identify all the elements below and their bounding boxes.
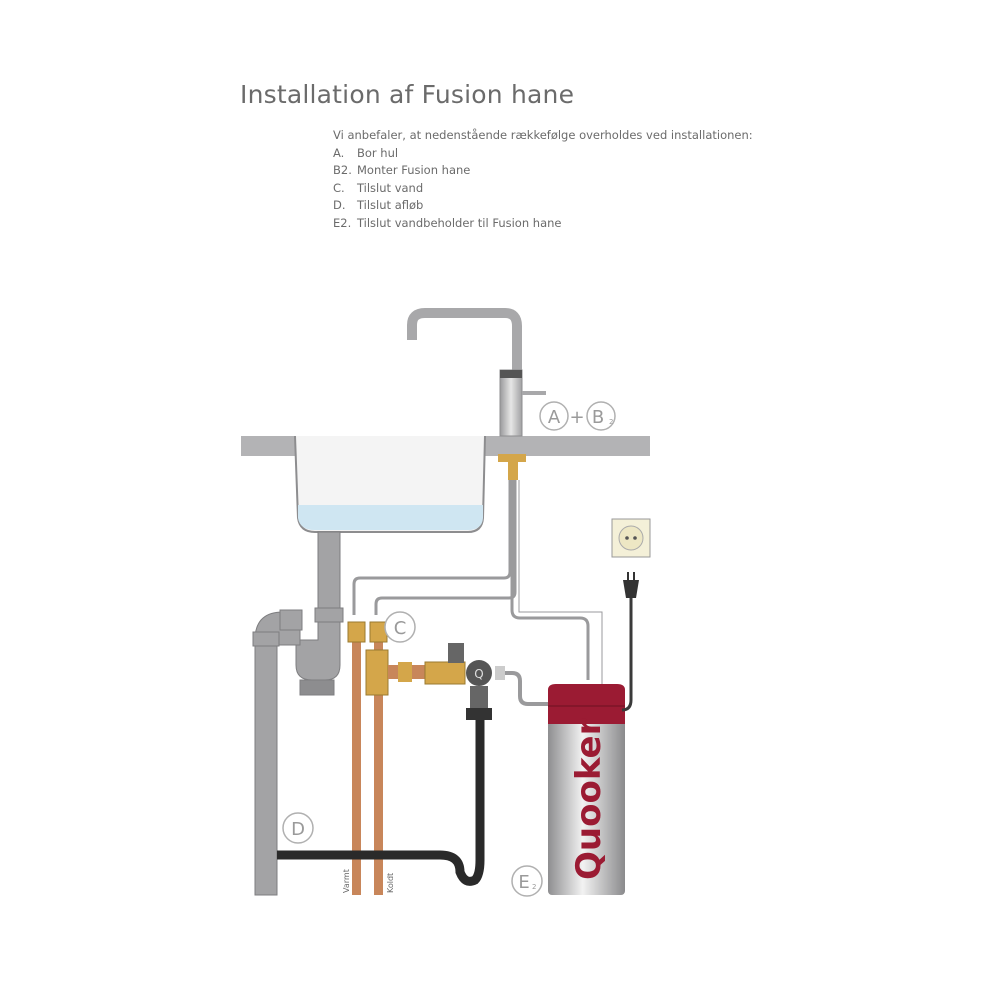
drain-hose [277,720,485,886]
label-plus: + [569,407,584,428]
svg-text:Q: Q [474,667,483,681]
warm-pipe-label: Varmt [342,869,351,893]
step-item: C.Tilslut vand [333,180,424,195]
power-plug [621,572,639,712]
safety-valve: Q [466,660,550,720]
step-item: E2.Tilslut vandbeholder til Fusion hane [333,215,562,230]
brand-logo: Quooker [569,718,609,880]
instructions: Vi anbefaler, at nedenstående rækkefølge… [333,127,753,233]
quooker-tank: Quooker [548,684,625,895]
faucet-hoses [352,480,603,690]
callout-e2 [511,865,543,897]
label-c: C [394,618,407,639]
label-e2: E [518,872,529,893]
callout-c [384,611,416,643]
label-b2-sub: 2 [609,418,613,426]
step-item: A.Bor hul [333,145,399,160]
step-item: B2.Monter Fusion hane [333,163,471,178]
page-title: Installation af Fusion hane [240,80,575,109]
power-socket [611,518,651,558]
intro-text: Vi anbefaler, at nedenstående rækkefølge… [333,128,753,142]
label-b2: B [592,407,604,428]
countertop [241,436,650,456]
callout-a-b2 [539,401,616,431]
label-d: D [291,819,305,840]
callout-d [282,812,314,844]
drain-pipe [252,531,344,896]
fusion-faucet [407,308,546,480]
label-e2-sub: 2 [532,883,536,891]
cold-pipe-label: Koldt [386,873,395,893]
step-item: D.Tilslut afløb [333,198,424,213]
sink [294,435,486,533]
copper-pipes [347,621,466,895]
label-a: A [548,407,561,428]
